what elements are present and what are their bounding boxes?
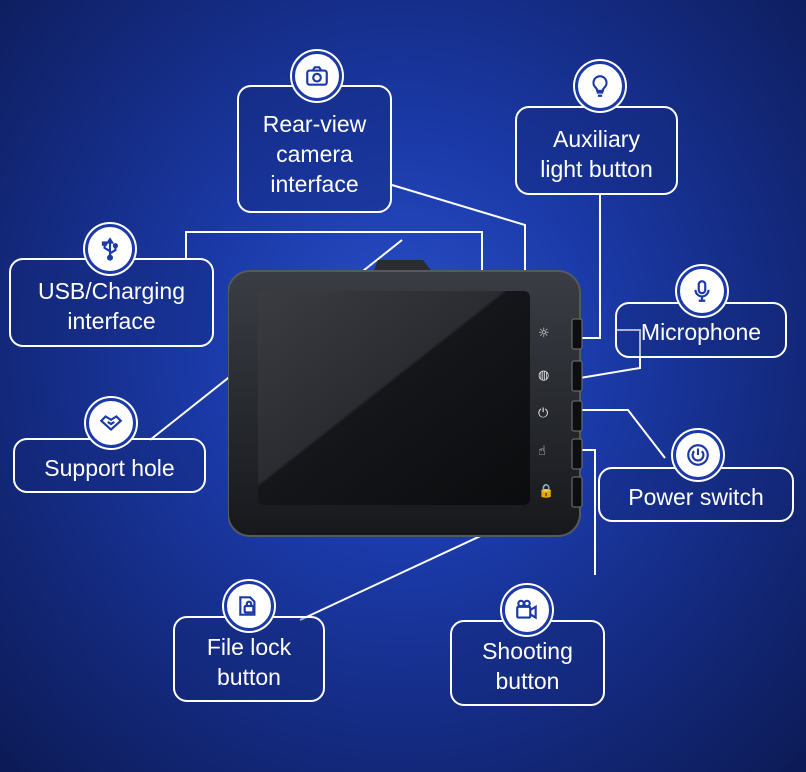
usb-icon — [85, 224, 135, 274]
svg-text:⏻: ⏻ — [538, 406, 548, 421]
handshake-icon — [86, 398, 136, 448]
rear-view-camera-interface-label: Rear-view camera interface — [237, 85, 392, 213]
microphone-label: Microphone — [615, 302, 787, 358]
svg-text:☼: ☼ — [538, 326, 550, 341]
camera-icon — [292, 51, 342, 101]
power-icon — [673, 430, 723, 480]
microphone-icon — [677, 266, 727, 316]
svg-text:◍: ◍ — [538, 368, 549, 383]
file-lock-icon — [224, 581, 274, 631]
dash-cam-device: ☼ ◍ ⏻ ☝ 🔒 — [228, 260, 583, 537]
video-camera-icon — [502, 585, 552, 635]
svg-text:☝: ☝ — [538, 444, 546, 459]
auxiliary-light-button-label: Auxiliary light button — [515, 106, 678, 195]
lightbulb-icon — [575, 61, 625, 111]
svg-text:🔒: 🔒 — [538, 484, 554, 499]
